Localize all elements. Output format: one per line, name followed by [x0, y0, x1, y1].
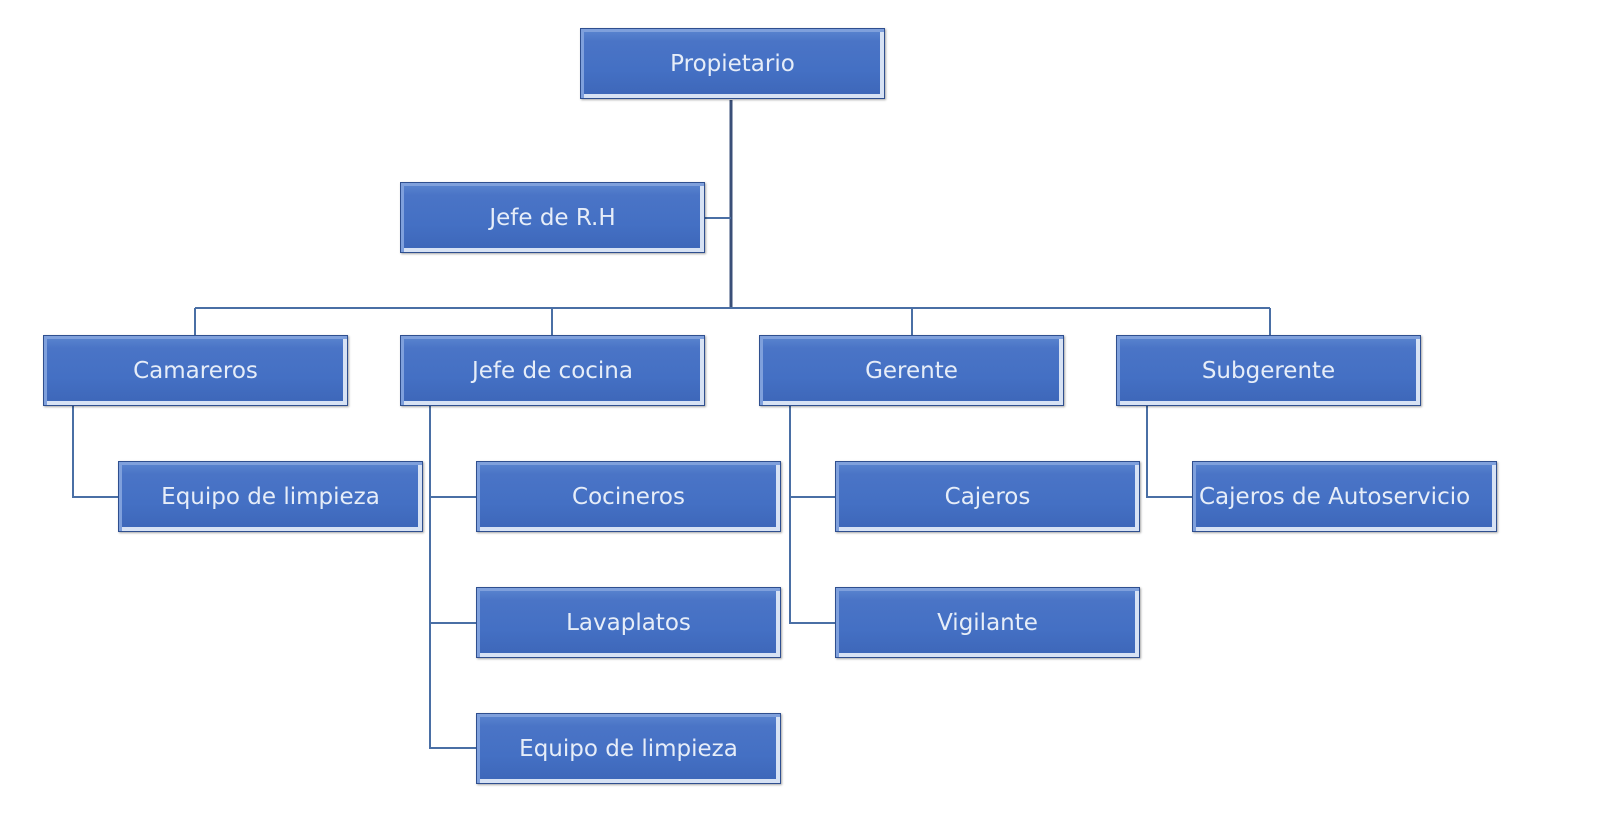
connector-camareros-children	[72, 406, 118, 498]
node-cocineros: Cocineros	[476, 461, 781, 532]
node-vigilante: Vigilante	[835, 587, 1140, 658]
node-propietario: Propietario	[580, 28, 885, 99]
node-subgerente: Subgerente	[1116, 335, 1421, 406]
node-cajeros-autoservicio: Cajeros de Autoservicio	[1192, 461, 1497, 532]
connector-gerente-children	[789, 406, 835, 624]
connector-subgerente-children	[1146, 406, 1192, 498]
node-cajeros: Cajeros	[835, 461, 1140, 532]
node-equipo-limpieza-camareros: Equipo de limpieza	[118, 461, 423, 532]
node-jefe-rh: Jefe de R.H	[400, 182, 705, 253]
node-gerente: Gerente	[759, 335, 1064, 406]
node-camareros: Camareros	[43, 335, 348, 406]
connector-cocina-children	[429, 406, 476, 749]
node-lavaplatos: Lavaplatos	[476, 587, 781, 658]
node-jefe-cocina: Jefe de cocina	[400, 335, 705, 406]
node-equipo-limpieza-cocina: Equipo de limpieza	[476, 713, 781, 784]
